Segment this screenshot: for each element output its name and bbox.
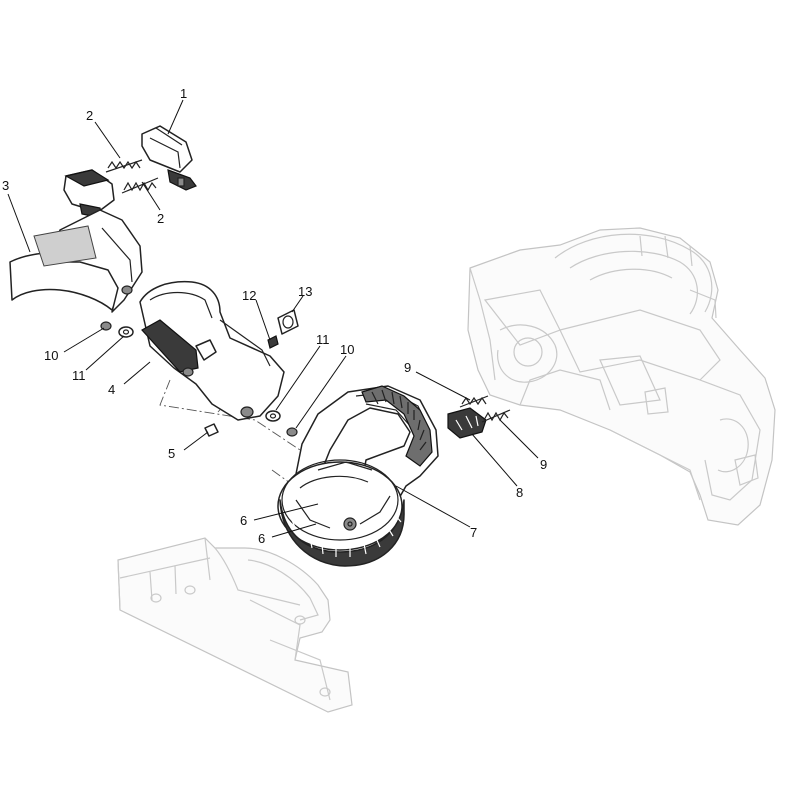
bolt-part-5 xyxy=(204,423,219,437)
chute-part-4 xyxy=(139,280,285,421)
washer-part-11-left xyxy=(118,326,134,338)
callout-labels: 1 2 2 3 4 5 6 6 7 8 9 9 10 10 11 11 12 1… xyxy=(2,86,547,546)
pin-part-12 xyxy=(267,335,279,349)
washer-part-11-right xyxy=(265,410,281,422)
callout-6-lower: 6 xyxy=(258,531,265,546)
callout-2-lower: 2 xyxy=(157,211,164,226)
callout-11-left: 11 xyxy=(72,368,86,383)
callout-8: 8 xyxy=(516,485,523,500)
callout-12: 12 xyxy=(242,288,256,303)
spring-part-2-upper xyxy=(105,159,143,173)
callout-3: 3 xyxy=(2,178,9,193)
callout-11-right: 11 xyxy=(316,332,330,347)
bushing-part-13 xyxy=(277,309,299,335)
callout-4: 4 xyxy=(108,382,115,397)
ghost-frame xyxy=(117,537,353,713)
ghost-housing xyxy=(467,227,776,526)
chute-deflector-part-3 xyxy=(9,169,143,313)
spring-part-2-lower xyxy=(121,177,159,194)
callout-10-left: 10 xyxy=(44,348,58,363)
callout-6-upper: 6 xyxy=(240,513,247,528)
callout-9-lower: 9 xyxy=(540,457,547,472)
spring-part-9-upper xyxy=(459,395,489,408)
callout-1: 1 xyxy=(180,86,187,101)
chute-rotator-part-7 xyxy=(277,385,439,567)
callout-7: 7 xyxy=(470,525,477,540)
callout-10-right: 10 xyxy=(340,342,354,357)
detent-block-part-8 xyxy=(447,407,487,439)
callout-5: 5 xyxy=(168,446,175,461)
callout-9-upper: 9 xyxy=(404,360,411,375)
callout-13: 13 xyxy=(298,284,312,299)
spring-part-9-lower xyxy=(481,409,511,423)
leader-lines xyxy=(7,99,539,538)
callout-2-upper: 2 xyxy=(86,108,93,123)
nut-part-10-right xyxy=(286,427,298,437)
deflector-cap-part-1 xyxy=(141,125,197,191)
